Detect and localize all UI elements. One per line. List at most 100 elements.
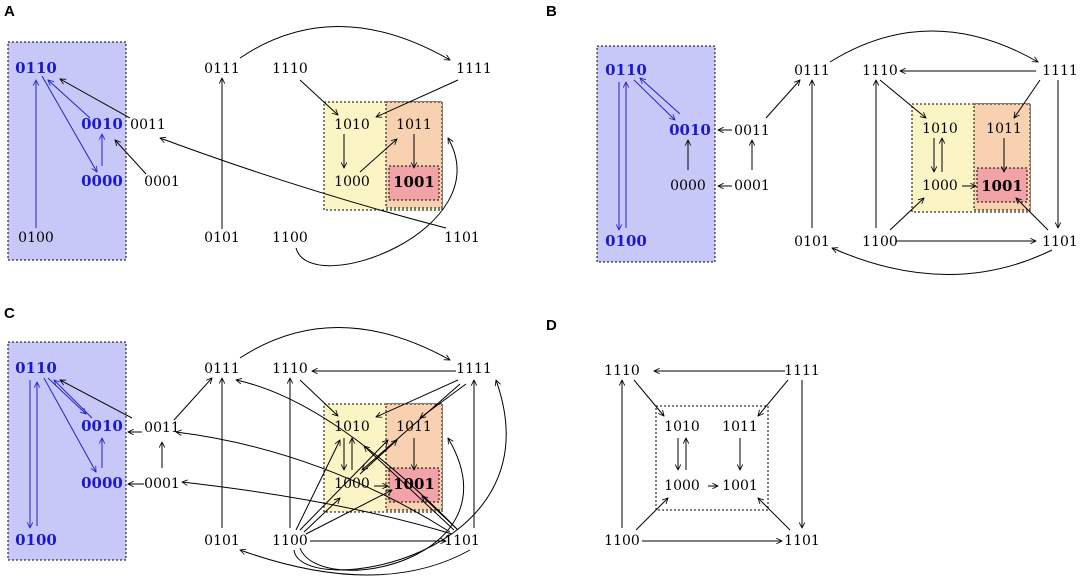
panel-d-node: 1011 (722, 419, 758, 435)
panel-b-attractor-node: 1001 (981, 177, 1023, 195)
edge (1014, 79, 1041, 118)
panel-a-node: 0011 (130, 117, 166, 133)
panel-a-node: 0000 (81, 172, 123, 190)
panel-d-dotted-region (655, 405, 769, 511)
panel-c-node: 1000 (334, 476, 370, 492)
edge (829, 30, 1038, 62)
panel-c-node: 1010 (334, 419, 370, 435)
panel-b-node: 0111 (794, 63, 830, 79)
edge (54, 380, 93, 419)
panel-b-node: 1000 (922, 178, 958, 194)
panel-c-attractor-node: 1001 (393, 475, 435, 493)
edge (299, 438, 465, 571)
panel-a-node: 0010 (81, 115, 123, 133)
edge (1016, 198, 1049, 231)
panel-a-node: 0111 (204, 61, 240, 77)
edge (765, 80, 800, 119)
edge (295, 138, 458, 267)
edge (305, 489, 392, 535)
panel-a: A 0110 0010 0000 0100 0011 0001 0111 010… (4, 3, 492, 267)
edge (633, 79, 675, 120)
edge (60, 379, 133, 419)
panel-d-node: 1100 (604, 533, 640, 549)
panel-a-attractor-node: 1001 (393, 173, 435, 191)
edge (633, 379, 664, 416)
edge (758, 498, 791, 531)
panel-c-node: 0000 (81, 474, 123, 492)
panel-a-node: 0110 (15, 59, 57, 77)
edge (362, 383, 461, 470)
panel-a-blue-region (7, 41, 127, 261)
panel-c-node: 1111 (456, 361, 492, 377)
panel-a-node: 1101 (444, 230, 480, 246)
edge (43, 377, 96, 472)
edge (240, 550, 471, 576)
edge (115, 140, 147, 175)
edge (299, 379, 338, 416)
edge (889, 198, 924, 231)
edge (376, 379, 459, 417)
edge (359, 139, 397, 173)
edge (640, 78, 681, 115)
panel-b-node: 0100 (605, 232, 647, 250)
panel-b-node: 1010 (922, 121, 958, 137)
edge (758, 379, 789, 416)
panel-c-node: 0101 (204, 533, 240, 549)
edge (239, 26, 450, 60)
panel-b-node: 0010 (669, 121, 711, 139)
panel-d-label: D (546, 317, 557, 334)
panel-d-node: 1000 (664, 478, 700, 494)
edge (295, 440, 340, 531)
panel-c-node: 1100 (272, 533, 308, 549)
panel-a-node: 0100 (18, 230, 54, 246)
panel-c-node: 0111 (204, 361, 240, 377)
panel-c-node: 0110 (15, 359, 57, 377)
edge (879, 79, 926, 118)
panel-b-node: 0110 (605, 61, 647, 79)
panel-b-node: 1011 (986, 121, 1022, 137)
panel-b-node: 1100 (862, 234, 898, 250)
edge (60, 79, 131, 119)
panel-c-node: 0100 (15, 531, 57, 549)
panel-d-node: 1001 (722, 478, 758, 494)
edge (364, 446, 455, 531)
panel-b-label: B (546, 3, 557, 20)
edge (293, 380, 507, 571)
panel-c-node: 0010 (81, 417, 123, 435)
edge (160, 138, 447, 229)
edge (41, 75, 97, 172)
panel-b-node: 0011 (734, 123, 770, 139)
edge (173, 378, 212, 421)
panel-a-node: 0101 (204, 230, 240, 246)
panel-c-node: 0001 (144, 476, 180, 492)
edge (48, 80, 91, 119)
edge (182, 482, 453, 535)
panel-a-red-region (388, 165, 440, 201)
panel-b-node: 1111 (1042, 63, 1078, 79)
panel-d-node: 1010 (664, 419, 700, 435)
panel-d-node: 1111 (784, 363, 820, 379)
panel-d-node: 1110 (604, 363, 640, 379)
edge (303, 498, 340, 533)
panel-b-node: 0001 (734, 178, 770, 194)
panel-a-label: A (4, 3, 15, 20)
panel-c-node: 1011 (396, 419, 432, 435)
panel-c-node: 1101 (444, 533, 480, 549)
panel-a-node: 1111 (456, 61, 492, 77)
panel-a-node: 1000 (334, 174, 370, 190)
panel-a-node: 0001 (144, 174, 180, 190)
panel-c-node: 1110 (272, 361, 308, 377)
panel-c: C (4, 305, 507, 576)
panel-a-node: 1011 (396, 117, 432, 133)
edge (359, 440, 397, 475)
panel-b-node: 0101 (794, 234, 830, 250)
panel-a-node: 1010 (334, 117, 370, 133)
panel-b-node: 1101 (1042, 234, 1078, 250)
panel-d-node: 1101 (784, 533, 820, 549)
panel-a-node: 1100 (272, 230, 308, 246)
panel-b-node: 0000 (670, 178, 706, 194)
edge (832, 248, 1053, 275)
edge (299, 79, 338, 115)
edge (420, 383, 467, 418)
